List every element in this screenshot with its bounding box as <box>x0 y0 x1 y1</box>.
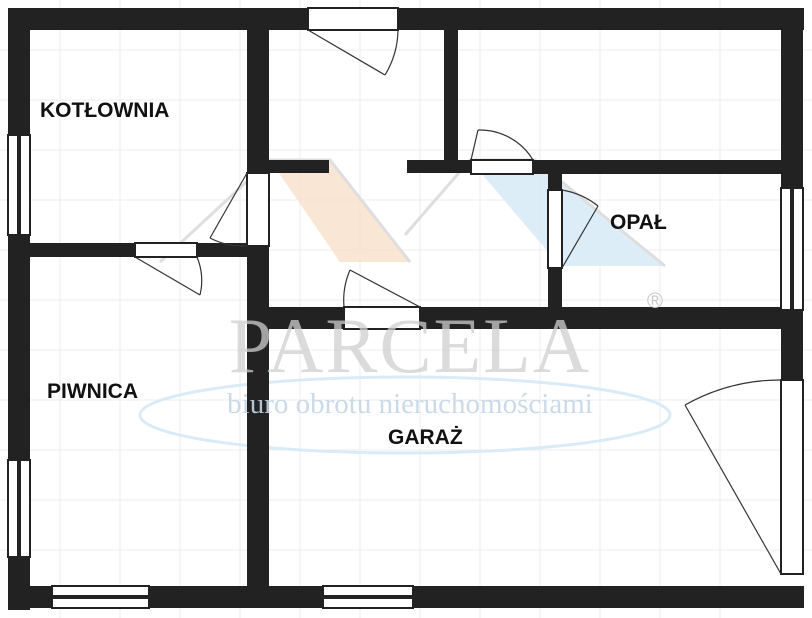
outer-wall-right-bottom <box>781 310 803 390</box>
door-piwnica <box>134 242 203 296</box>
house-roof-logo-blue <box>470 160 665 266</box>
room-label-opal: OPAŁ <box>610 211 667 234</box>
wall-garaz-north-left <box>269 307 344 329</box>
window-bottom-left <box>51 585 150 609</box>
wall-opal-west-lower <box>548 268 562 310</box>
wall-opal-west <box>548 160 562 190</box>
wall-kotlownia-south-left <box>30 243 135 257</box>
wall-center-vertical <box>247 246 269 586</box>
wall-hall-north-right <box>407 160 471 173</box>
wall-opal-north <box>533 160 803 174</box>
wall-kotlownia-east <box>247 30 269 173</box>
door-opal <box>547 189 599 269</box>
door-top <box>307 29 399 76</box>
wall-stair-vertical <box>444 30 458 162</box>
door-kotlownia <box>209 172 270 247</box>
room-label-piwnica: PIWNICA <box>47 380 138 403</box>
watermark-title: PARCELA <box>229 302 591 389</box>
wall-garaz-north-right <box>420 307 803 329</box>
outer-wall-top-right <box>398 8 804 30</box>
window-piwnica-west <box>7 459 31 558</box>
outer-wall-top-left <box>8 8 308 30</box>
door-stair <box>470 129 534 175</box>
outer-wall-right-top <box>781 8 803 188</box>
window-top <box>307 7 399 31</box>
watermark-registered-mark: ® <box>647 288 663 313</box>
window-opal-east <box>780 187 804 311</box>
room-label-garaz: GARAŻ <box>388 426 463 449</box>
wall-hall-north-left <box>269 160 329 173</box>
watermark-subtitle: biuro obrotu nieruchomościami <box>227 388 593 420</box>
window-bottom-center <box>322 585 414 609</box>
door-garaz-hall <box>343 269 421 330</box>
watermark-swoosh <box>138 375 672 455</box>
room-label-kotlownia: KOTŁOWNIA <box>40 99 169 122</box>
door-garaz-gate <box>684 379 804 575</box>
wall-kotlownia-south-right <box>197 243 247 257</box>
windows <box>7 7 804 609</box>
window-kotlownia-west <box>7 134 31 236</box>
house-roof-logo-orange <box>270 160 410 262</box>
doors <box>134 29 804 575</box>
